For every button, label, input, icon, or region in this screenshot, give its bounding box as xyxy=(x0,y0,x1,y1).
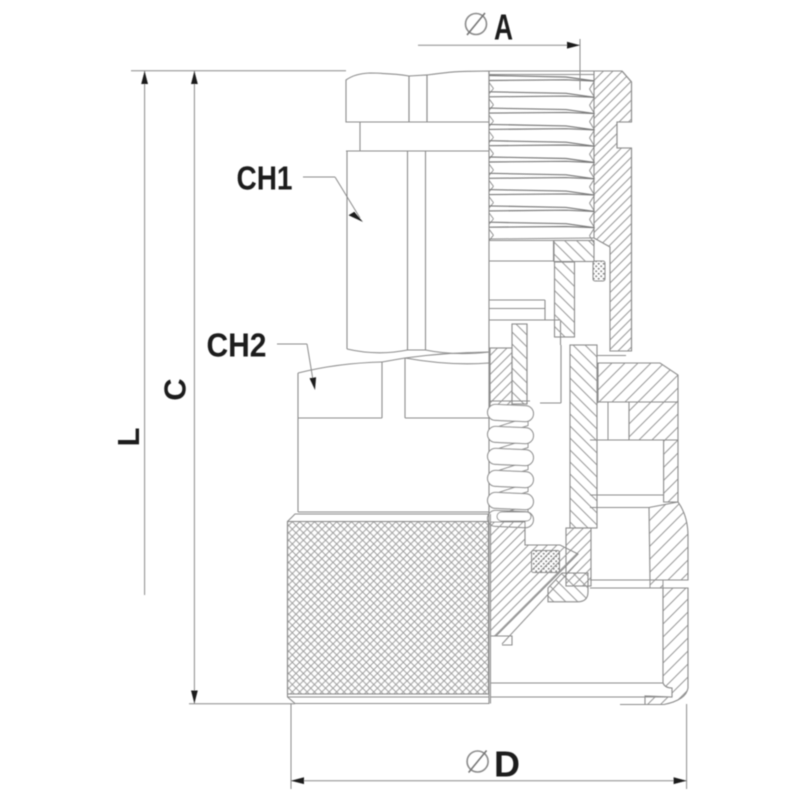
svg-text:CH1: CH1 xyxy=(237,160,293,197)
svg-text:CH2: CH2 xyxy=(207,327,267,364)
svg-text:A: A xyxy=(494,7,513,48)
svg-text:D: D xyxy=(494,744,520,785)
svg-text:C: C xyxy=(158,378,193,400)
svg-text:L: L xyxy=(111,428,146,447)
